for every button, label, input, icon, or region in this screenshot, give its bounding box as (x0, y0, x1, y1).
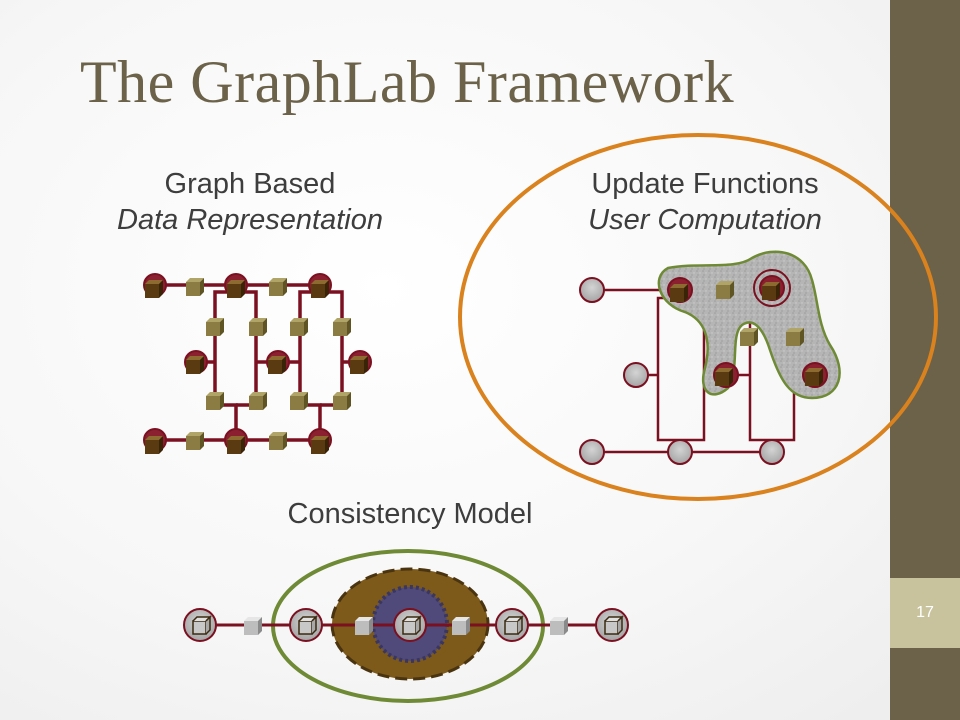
data-cube-icon (227, 280, 245, 298)
data-cube-icon (786, 328, 804, 346)
wire-cube-icon (504, 615, 524, 635)
graph-vertex-cubes (145, 280, 368, 454)
wire-cube-icon (604, 615, 624, 635)
graph-section-label: Graph Based Data Representation (70, 166, 430, 238)
data-cube-icon (186, 432, 204, 450)
data-cube-icon (268, 356, 286, 374)
wire-cube-icon (192, 615, 212, 635)
consistency-vertex-cubes (192, 615, 624, 635)
data-cube-icon (269, 432, 287, 450)
graph-diagram (143, 273, 372, 454)
update-label-line1: Update Functions (591, 168, 819, 200)
data-cube-icon (333, 392, 351, 410)
consistency-edge-cubes (244, 617, 568, 635)
page-number-text: 17 (916, 604, 934, 621)
update-selection-blob (657, 250, 841, 400)
data-cube-icon (244, 617, 262, 635)
data-cube-icon (290, 318, 308, 336)
data-cube-icon (249, 318, 267, 336)
data-cube-icon (452, 617, 470, 635)
data-cube-icon (249, 392, 267, 410)
update-scope-ellipse (458, 133, 938, 501)
consistency-label: Consistency Model (287, 498, 533, 530)
data-cube-icon (269, 278, 287, 296)
data-cube-icon (145, 280, 163, 298)
data-cube-icon (762, 282, 780, 300)
graph-label-line1: Graph Based (164, 168, 336, 200)
update-section-label: Update Functions User Computation (535, 166, 875, 238)
slide-title: The GraphLab Framework (80, 49, 735, 115)
consistency-diagram (183, 549, 629, 703)
data-cube-icon (805, 368, 823, 386)
data-cube-icon (206, 318, 224, 336)
update-diagram (458, 133, 938, 501)
data-cube-icon (227, 436, 245, 454)
data-cube-icon (715, 368, 733, 386)
data-cube-icon (290, 392, 308, 410)
data-cube-icon (670, 284, 688, 302)
data-cube-icon (333, 318, 351, 336)
data-cube-icon (145, 436, 163, 454)
wire-cube-icon (298, 615, 318, 635)
data-cube-icon (186, 278, 204, 296)
graph-edge-cubes (186, 278, 351, 450)
data-cube-icon (311, 436, 329, 454)
data-cube-icon (350, 356, 368, 374)
data-cube-icon (186, 356, 204, 374)
wire-cube-icon (402, 615, 422, 635)
data-cube-icon (716, 281, 734, 299)
update-label-line2: User Computation (588, 204, 822, 236)
graph-label-line2: Data Representation (117, 204, 383, 236)
update-cubes (670, 281, 823, 386)
data-cube-icon (740, 328, 758, 346)
page-number: 17 (890, 578, 960, 648)
data-cube-icon (311, 280, 329, 298)
data-cube-icon (550, 617, 568, 635)
data-cube-icon (206, 392, 224, 410)
data-cube-icon (355, 617, 373, 635)
